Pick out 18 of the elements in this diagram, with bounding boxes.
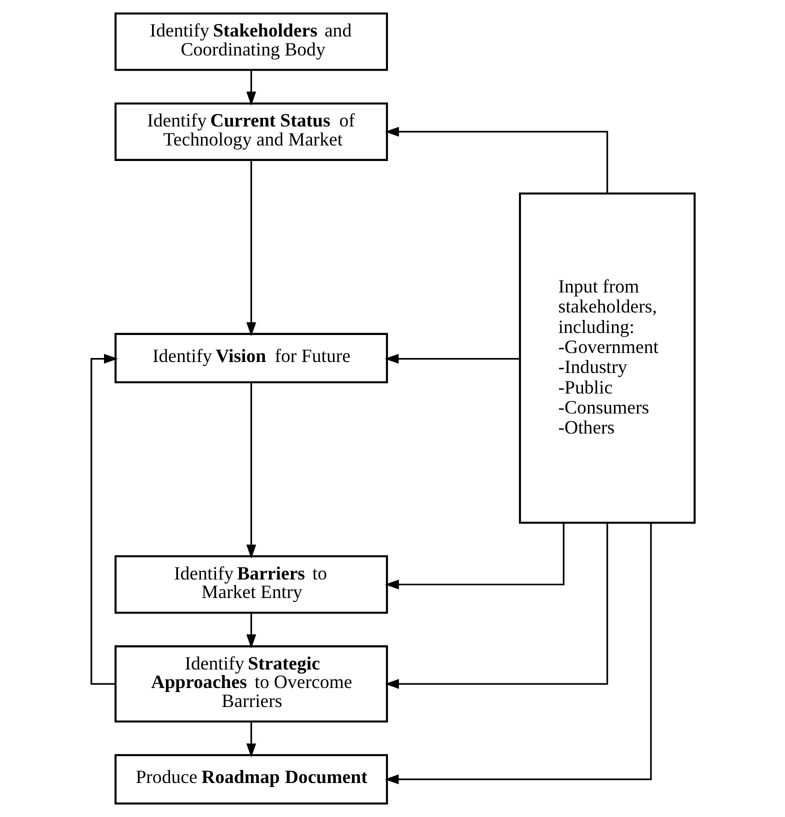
- arrow: [384, 523, 564, 590]
- node-box: Produce Roadmap Document: [114, 754, 388, 804]
- node-box: Identify Stakeholders and Coordinating Body: [114, 12, 388, 71]
- arrow: [246, 612, 256, 648]
- arrow: [246, 382, 256, 559]
- arrow: [246, 70, 256, 106]
- node-box: Input from stakeholders, including: -Government -Industry -Public -Consumers -Others: [518, 192, 696, 524]
- node-box: Identify Vision for Future: [114, 332, 388, 384]
- node-box: Identify Current Status of Technology and Market: [114, 102, 388, 161]
- arrow: [384, 354, 520, 364]
- arrow: [384, 522, 608, 689]
- arrow: [384, 522, 652, 784]
- arrow: [246, 160, 256, 336]
- arrow: [246, 722, 256, 758]
- arrow: [90, 354, 118, 685]
- node-box: Identify Barriers to Market Entry: [114, 555, 388, 614]
- node-box: Identify Strategic Approaches to Overcome Barriers: [114, 645, 388, 723]
- arrow: [384, 126, 608, 193]
